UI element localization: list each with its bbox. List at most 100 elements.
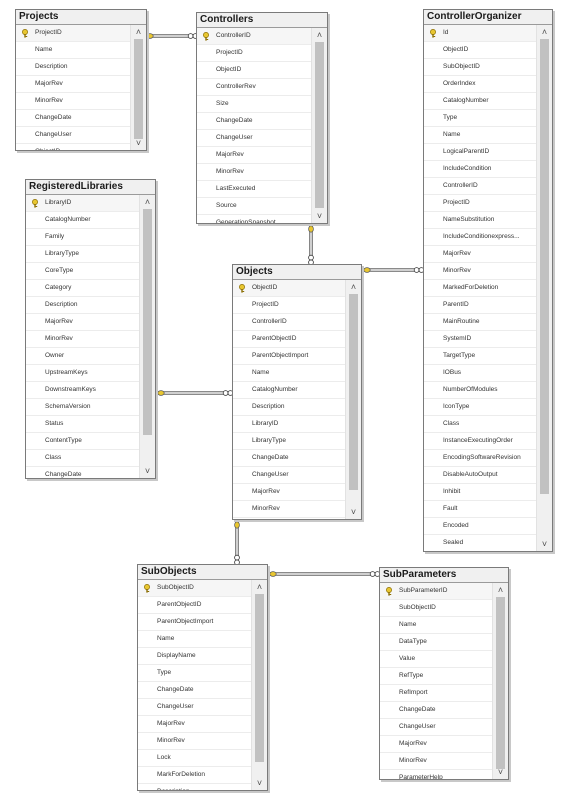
column-row[interactable]: Class xyxy=(26,450,140,467)
column-row[interactable]: TargetType xyxy=(424,348,537,365)
column-row[interactable]: Inhibit xyxy=(424,484,537,501)
column-row[interactable]: EncodingSoftwareRevision xyxy=(424,450,537,467)
scroll-up-icon[interactable]: ˄ xyxy=(135,27,142,37)
table-title[interactable]: SubObjects xyxy=(138,565,267,580)
column-row[interactable]: MinorRev xyxy=(380,753,493,770)
column-row[interactable]: ContentType xyxy=(26,433,140,450)
column-row[interactable]: DownstreamKeys xyxy=(26,382,140,399)
rel-subobjects-subparams[interactable] xyxy=(268,571,381,577)
column-row[interactable]: MajorRev xyxy=(197,147,312,164)
column-row[interactable]: Name xyxy=(233,365,346,382)
column-row[interactable]: SchemaVersion xyxy=(26,399,140,416)
column-row[interactable]: ParameterHelp xyxy=(380,770,493,779)
column-row[interactable]: Owner xyxy=(26,348,140,365)
vertical-scrollbar[interactable]: ˄˅ xyxy=(139,195,155,478)
column-row[interactable]: MinorRev xyxy=(138,733,252,750)
column-row[interactable]: DisableAutoOutput xyxy=(424,467,537,484)
scroll-thumb[interactable] xyxy=(496,597,505,769)
table-title[interactable]: Objects xyxy=(233,265,361,280)
rel-organizer-objects[interactable] xyxy=(362,267,425,273)
column-row[interactable]: Status xyxy=(26,416,140,433)
column-row[interactable]: Type xyxy=(138,665,252,682)
scroll-down-icon[interactable]: ˅ xyxy=(135,138,142,148)
scroll-up-icon[interactable]: ˄ xyxy=(497,585,504,595)
column-row[interactable]: Lock xyxy=(233,518,346,519)
column-row[interactable]: DisplayName xyxy=(138,648,252,665)
column-row[interactable]: ControllerID xyxy=(424,178,537,195)
column-row[interactable]: IOBus xyxy=(424,365,537,382)
scroll-down-icon[interactable]: ˅ xyxy=(316,211,323,221)
column-row[interactable]: Name xyxy=(424,127,537,144)
vertical-scrollbar[interactable]: ˄˅ xyxy=(536,25,552,551)
column-row[interactable]: ProjectID xyxy=(233,297,346,314)
column-row[interactable]: Value xyxy=(380,651,493,668)
column-row[interactable]: Name xyxy=(16,42,131,59)
column-row[interactable]: Name xyxy=(380,617,493,634)
column-row[interactable]: DataType xyxy=(380,634,493,651)
column-row[interactable]: ChangeDate xyxy=(26,467,140,478)
column-row[interactable]: ChangeUser xyxy=(380,719,493,736)
column-row[interactable]: GenerationSnapshot xyxy=(197,215,312,223)
scroll-down-icon[interactable]: ˅ xyxy=(541,539,548,549)
column-row[interactable]: RefImport xyxy=(380,685,493,702)
column-row[interactable]: Type xyxy=(424,110,537,127)
rel-objects-subobjects[interactable] xyxy=(234,520,240,566)
column-row[interactable]: Category xyxy=(26,280,140,297)
column-row[interactable]: LibraryType xyxy=(233,433,346,450)
column-row[interactable]: MarkForDeletion xyxy=(138,767,252,784)
column-row[interactable]: ObjectID xyxy=(424,42,537,59)
column-row[interactable]: NameSubstitution xyxy=(424,212,537,229)
column-row[interactable]: ControllerID xyxy=(197,28,312,45)
column-row[interactable]: Description xyxy=(26,297,140,314)
column-row[interactable]: Encoded xyxy=(424,518,537,535)
column-row[interactable]: IncludeCondition xyxy=(424,161,537,178)
column-row[interactable]: Description xyxy=(16,59,131,76)
column-row[interactable]: Fault xyxy=(424,501,537,518)
vertical-scrollbar[interactable]: ˄˅ xyxy=(492,583,508,779)
column-row[interactable]: CatalogNumber xyxy=(26,212,140,229)
table-title[interactable]: Controllers xyxy=(197,13,327,28)
column-row[interactable]: ControllerRev xyxy=(197,79,312,96)
column-row[interactable]: MinorRev xyxy=(26,331,140,348)
vertical-scrollbar[interactable]: ˄˅ xyxy=(345,280,361,519)
column-row[interactable]: ObjectID xyxy=(197,62,312,79)
column-row[interactable]: UpstreamKeys xyxy=(26,365,140,382)
column-row[interactable]: Lock xyxy=(138,750,252,767)
column-row[interactable]: Source xyxy=(197,198,312,215)
scroll-up-icon[interactable]: ˄ xyxy=(541,27,548,37)
column-row[interactable]: SubObjectID xyxy=(138,580,252,597)
scroll-down-icon[interactable]: ˅ xyxy=(350,507,357,517)
scroll-thumb[interactable] xyxy=(540,39,549,494)
column-row[interactable]: SubObjectID xyxy=(424,59,537,76)
scroll-down-icon[interactable]: ˅ xyxy=(144,466,151,476)
scroll-thumb[interactable] xyxy=(134,39,143,139)
column-row[interactable]: ParentObjectID xyxy=(138,597,252,614)
column-row[interactable]: ControllerID xyxy=(233,314,346,331)
column-row[interactable]: ChangeDate xyxy=(197,113,312,130)
column-row[interactable]: ChangeUser xyxy=(233,467,346,484)
column-row[interactable]: MajorRev xyxy=(424,246,537,263)
column-row[interactable]: ProjectID xyxy=(197,45,312,62)
column-row[interactable]: MajorRev xyxy=(380,736,493,753)
column-row[interactable]: IncludeConditionexpress... xyxy=(424,229,537,246)
rel-libraries-objects[interactable] xyxy=(156,390,234,396)
column-row[interactable]: NumberOfModules xyxy=(424,382,537,399)
scroll-thumb[interactable] xyxy=(349,294,358,490)
column-row[interactable]: ChangeUser xyxy=(16,127,131,144)
column-row[interactable]: ParentObjectImport xyxy=(138,614,252,631)
column-row[interactable]: MajorRev xyxy=(16,76,131,93)
column-row[interactable]: Description xyxy=(233,399,346,416)
column-row[interactable]: MinorRev xyxy=(16,93,131,110)
rel-controllers-objects[interactable] xyxy=(308,224,314,266)
column-row[interactable]: ChangeDate xyxy=(138,682,252,699)
column-row[interactable]: ChangeDate xyxy=(16,110,131,127)
table-title[interactable]: RegisteredLibraries xyxy=(26,180,155,195)
column-row[interactable]: MainRoutine xyxy=(424,314,537,331)
column-row[interactable]: IconType xyxy=(424,399,537,416)
column-row[interactable]: ChangeUser xyxy=(197,130,312,147)
scroll-thumb[interactable] xyxy=(315,42,324,208)
